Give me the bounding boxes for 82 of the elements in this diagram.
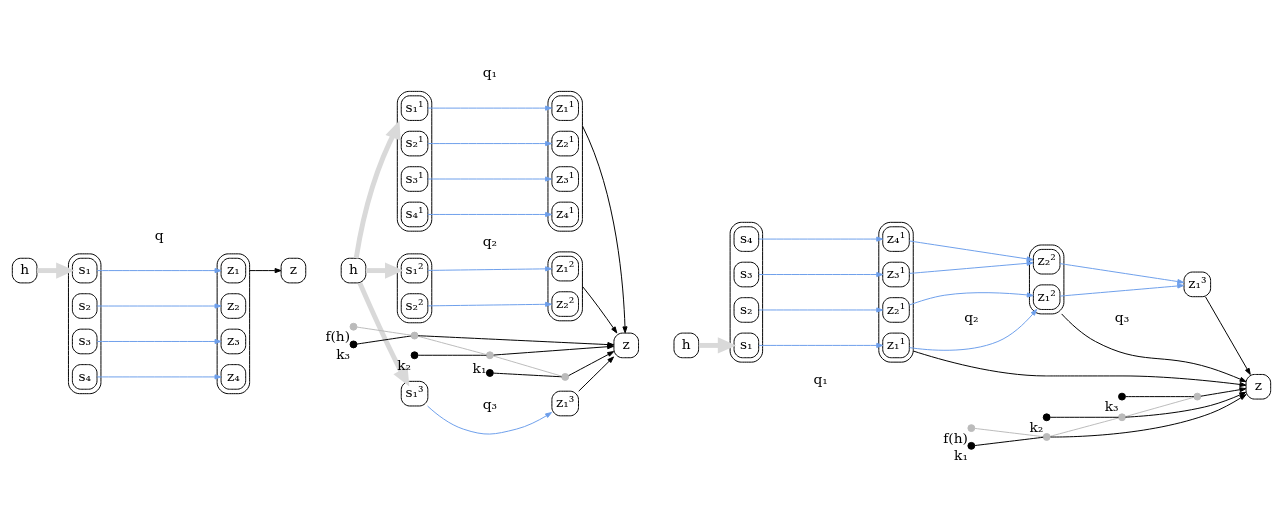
- arrow: [96, 268, 222, 274]
- node-label: k₃: [1104, 398, 1119, 415]
- arrow: [427, 141, 552, 147]
- arrow: [249, 268, 282, 274]
- node-label: f(h): [943, 429, 968, 446]
- node-label: k₂: [1029, 418, 1044, 435]
- arrow: [427, 211, 552, 217]
- connector: [1049, 416, 1119, 418]
- arrow: [357, 282, 410, 387]
- arrow: [581, 285, 618, 334]
- arrow: [1061, 313, 1247, 383]
- connector: [417, 354, 487, 356]
- arrow: [581, 125, 628, 334]
- arrow: [912, 350, 1247, 387]
- node-circle: [410, 351, 419, 360]
- arrow: [758, 236, 884, 242]
- arrow: [1059, 263, 1185, 285]
- label: q: [154, 226, 164, 243]
- arrow: [1124, 391, 1247, 418]
- arrow: [96, 374, 222, 380]
- arrow: [568, 351, 615, 377]
- arrow: [908, 309, 1038, 351]
- connector: [974, 427, 1044, 438]
- node-circle: [1118, 392, 1126, 401]
- arrow: [578, 356, 615, 392]
- connector: [356, 335, 412, 345]
- arrow: [1205, 296, 1251, 375]
- node-label: k₃: [336, 345, 351, 362]
- node-circle: [410, 331, 419, 340]
- connector: [492, 355, 563, 377]
- node-circle: [967, 424, 976, 433]
- arrow: [908, 292, 1034, 306]
- label: q₂: [482, 232, 498, 249]
- connector: [1049, 417, 1119, 437]
- connector: [493, 372, 563, 378]
- arrow: [908, 240, 1034, 262]
- arrow: [96, 303, 222, 309]
- cluster: [396, 90, 433, 232]
- label: q₃: [482, 396, 498, 413]
- arrow: [427, 176, 552, 182]
- connector: [1125, 396, 1195, 398]
- connector: [1124, 396, 1195, 418]
- node-circle: [485, 351, 494, 360]
- cluster: [67, 253, 102, 395]
- node-label: f(h): [325, 328, 351, 345]
- arrow: [365, 262, 404, 279]
- arrow: [758, 271, 884, 278]
- arrow: [1059, 283, 1185, 297]
- node-circle: [349, 322, 358, 331]
- arrow: [427, 266, 552, 272]
- arrow: [908, 260, 1034, 274]
- node-circle: [561, 373, 570, 381]
- arrow: [427, 301, 552, 307]
- node-circle: [1193, 392, 1202, 401]
- arrow: [96, 338, 222, 345]
- node-circle: [1118, 413, 1126, 422]
- node-label: k₂: [397, 356, 412, 373]
- node-label: k₁: [472, 359, 487, 376]
- arrow: [1049, 394, 1247, 438]
- label: q₁: [482, 64, 498, 81]
- connector: [974, 436, 1044, 446]
- node-label: k₁: [954, 447, 968, 464]
- label: q₃: [1114, 309, 1130, 326]
- cluster: [396, 253, 433, 324]
- connector: [356, 326, 412, 336]
- arrow: [427, 405, 553, 435]
- arrow: [427, 105, 552, 111]
- label: q₁: [813, 370, 828, 387]
- label: q₂: [964, 309, 979, 326]
- connector: [417, 335, 487, 356]
- arrow: [758, 307, 884, 313]
- arrow: [758, 342, 884, 348]
- node-circle: [967, 441, 976, 450]
- arrow: [698, 337, 737, 354]
- arrow: [37, 262, 75, 279]
- cluster: [729, 221, 764, 363]
- node-circle: [1042, 433, 1051, 441]
- node-circle: [1042, 413, 1051, 422]
- node-circle: [349, 340, 358, 349]
- arrow: [353, 120, 401, 259]
- arrow: [1200, 387, 1247, 397]
- node-circle: [485, 369, 494, 377]
